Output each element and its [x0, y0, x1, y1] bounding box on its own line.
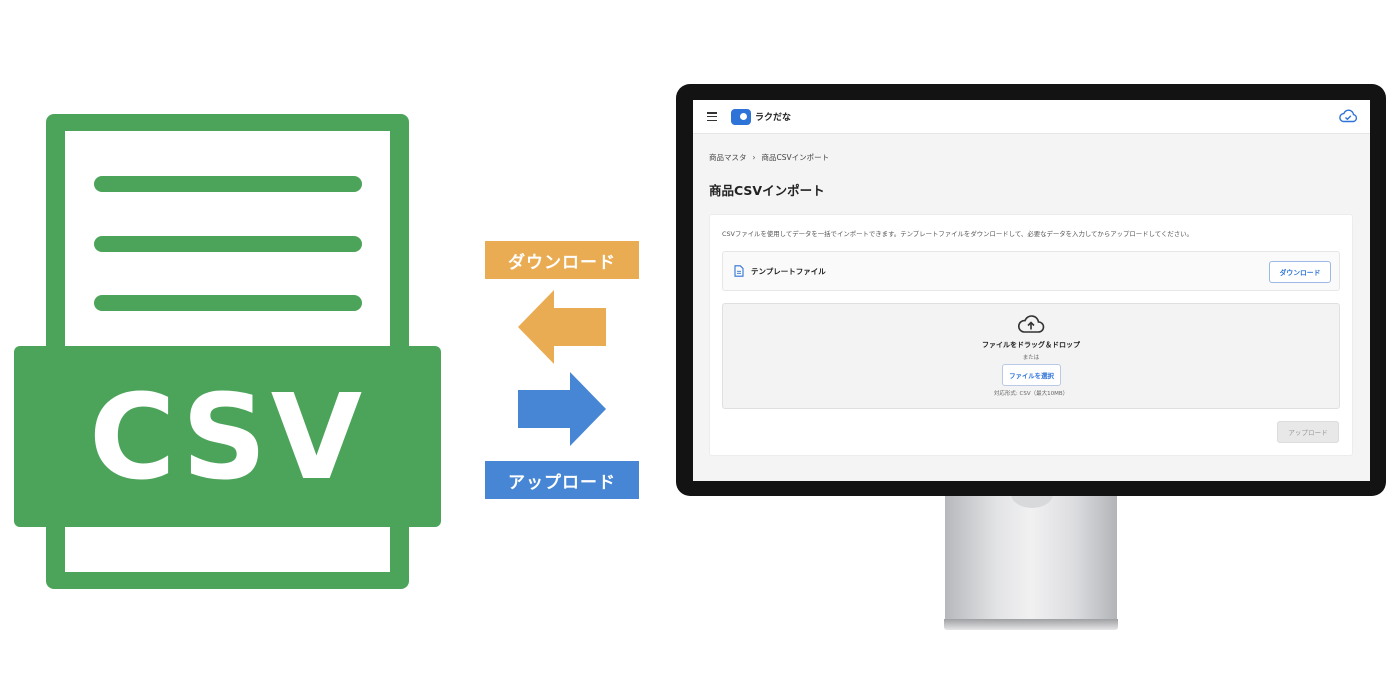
page-title: 商品CSVインポート	[709, 183, 825, 198]
csv-file-label: CSV	[88, 367, 367, 506]
template-file-label: テンプレートファイル	[751, 267, 826, 276]
app-header: ラクだな	[693, 100, 1370, 134]
upload-button[interactable]: アップロード	[1277, 421, 1339, 443]
import-card: CSVファイルを使用してデータを一括でインポートできます。テンプレートファイルを…	[709, 214, 1353, 456]
monitor-screen: ラクだな 商品マスタ › 商品CSVインポート 商品CSVインポート CSVファ…	[693, 100, 1370, 481]
monitor-stand	[945, 494, 1117, 624]
brand-logo-icon	[731, 109, 751, 125]
breadcrumb-item: 商品CSVインポート	[761, 153, 830, 162]
csv-file-line	[94, 295, 362, 311]
template-file-row: テンプレートファイル ダウンロード	[722, 251, 1340, 291]
download-label: ダウンロード	[485, 241, 639, 279]
csv-file-line	[94, 236, 362, 252]
cloud-upload-icon	[1018, 315, 1045, 333]
drop-zone-or: または	[1022, 355, 1040, 361]
csv-file-band: CSV	[14, 346, 441, 527]
breadcrumb-item[interactable]: 商品マスタ	[709, 153, 747, 162]
monitor-stand-base	[944, 619, 1118, 630]
cloud-sync-icon[interactable]	[1338, 109, 1358, 123]
upload-label: アップロード	[485, 461, 639, 499]
breadcrumb: 商品マスタ › 商品CSVインポート	[709, 152, 829, 163]
csv-file-line	[94, 176, 362, 192]
drop-zone-title: ファイルをドラッグ＆ドロップ	[982, 341, 1080, 349]
select-file-button[interactable]: ファイルを選択	[1002, 364, 1061, 386]
import-description: CSVファイルを使用してデータを一括でインポートできます。テンプレートファイルを…	[722, 230, 1193, 238]
file-icon	[734, 265, 744, 277]
template-download-button[interactable]: ダウンロード	[1269, 261, 1331, 283]
breadcrumb-separator: ›	[752, 153, 756, 162]
file-drop-zone[interactable]: ファイルをドラッグ＆ドロップ または ファイルを選択 対応形式: CSV（最大1…	[722, 303, 1340, 409]
arrow-right-icon	[518, 372, 606, 446]
brand-name: ラクだな	[755, 113, 792, 123]
file-format-note: 対応形式: CSV（最大10MB）	[993, 391, 1069, 397]
menu-icon[interactable]	[707, 112, 717, 122]
arrow-left-icon	[518, 290, 606, 364]
